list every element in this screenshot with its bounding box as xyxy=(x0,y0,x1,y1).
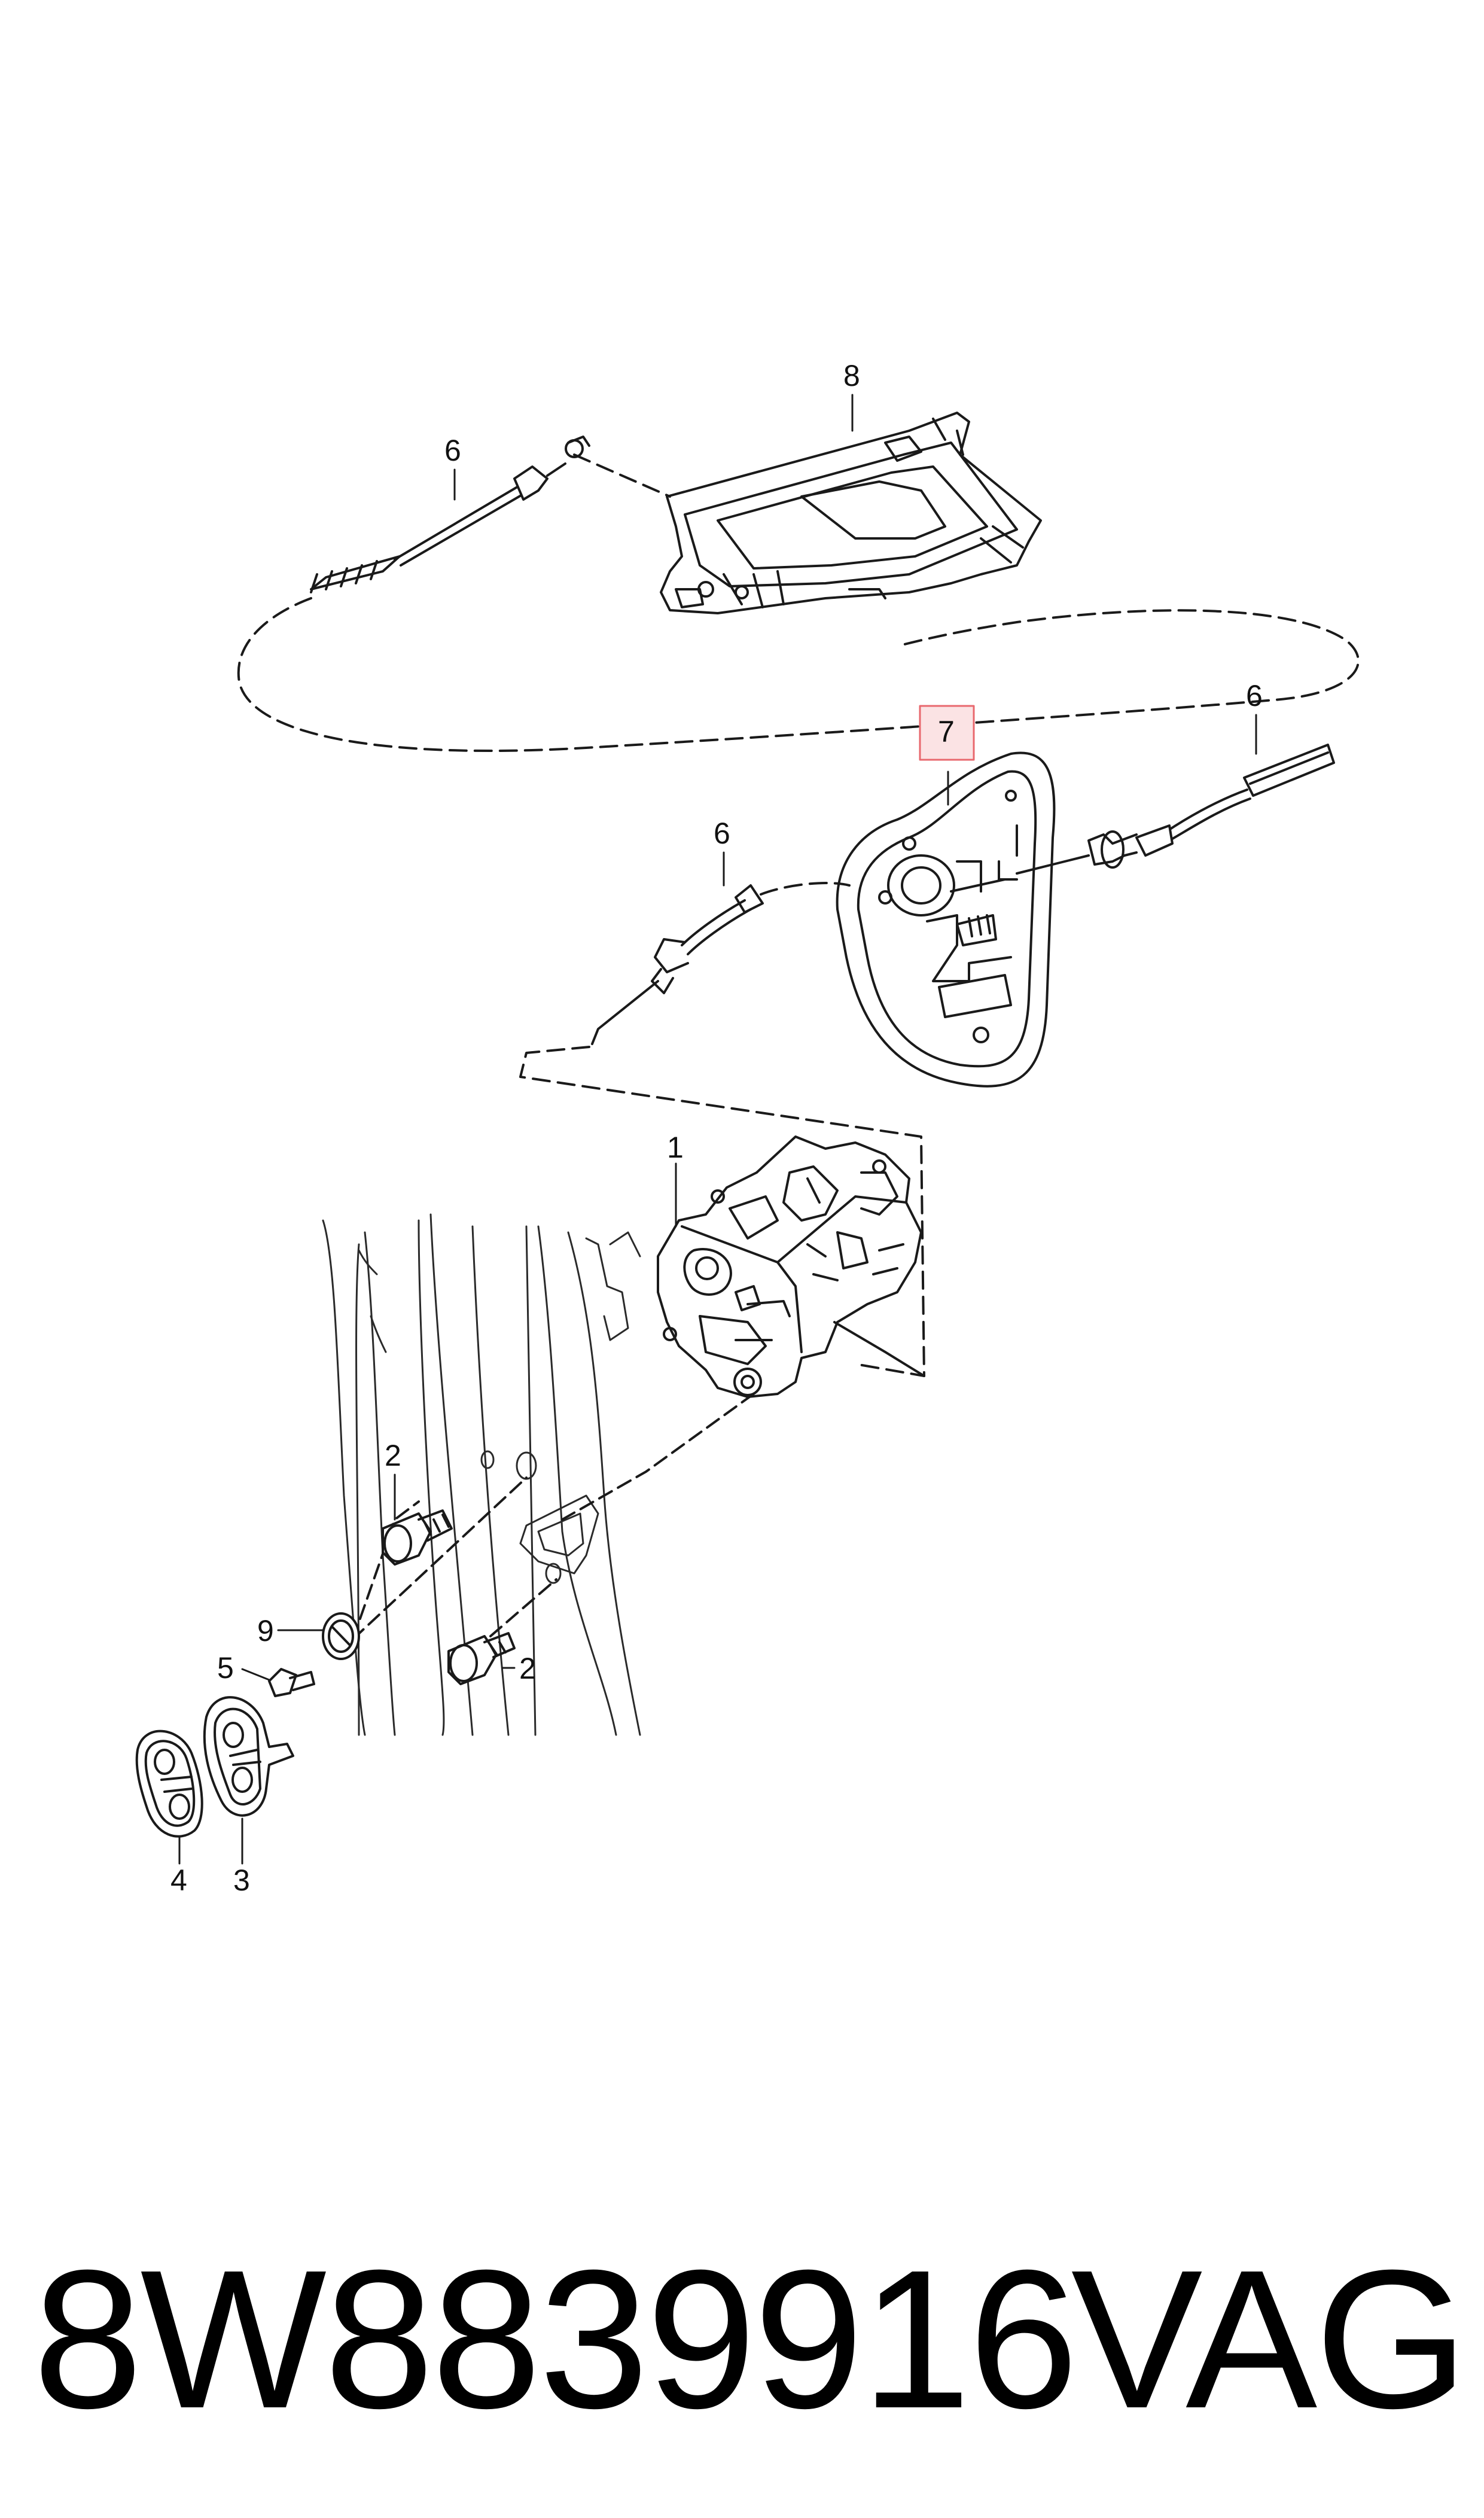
inner-handle-bezel xyxy=(660,412,1042,614)
label-2-upper: 2 xyxy=(385,1439,401,1472)
label-2-lower: 2 xyxy=(519,1652,536,1685)
label-6-top-left: 6 xyxy=(444,434,461,467)
lock-cover xyxy=(836,751,1056,1088)
striker-plate xyxy=(203,1696,294,1817)
backing-plate xyxy=(135,1730,203,1838)
door-lock-actuator xyxy=(657,1135,925,1398)
label-1: 1 xyxy=(667,1131,684,1164)
label-5: 5 xyxy=(217,1651,234,1685)
callout-leaders xyxy=(178,394,1257,1865)
footer: 8W8839916 VAG xyxy=(0,2213,1484,2465)
cable-loop-dashed xyxy=(237,453,1360,753)
cable-right xyxy=(1016,744,1335,875)
screw-lower xyxy=(447,1632,516,1685)
cable-middle xyxy=(591,882,851,1045)
callout-labels: 8 6 6 7 6 1 2 9 2 5 4 3 xyxy=(170,359,1263,1897)
cap-round xyxy=(322,1612,360,1660)
label-3: 3 xyxy=(233,1864,250,1897)
part-number: 8W8839916 xyxy=(33,2228,1078,2449)
label-8: 8 xyxy=(843,359,860,392)
label-7: 7 xyxy=(938,715,955,748)
cable-to-lock-dashed xyxy=(519,1046,925,1377)
label-7-highlight xyxy=(919,705,975,761)
cable-top-left xyxy=(310,436,590,593)
fastener-axis-lines xyxy=(352,1393,755,1640)
screw-upper xyxy=(382,1509,453,1566)
label-6-middle: 6 xyxy=(714,817,730,850)
label-9: 9 xyxy=(257,1614,274,1648)
brand-name: VAG xyxy=(1071,2228,1468,2449)
label-6-right: 6 xyxy=(1246,679,1263,713)
screw-small xyxy=(268,1668,315,1697)
label-4: 4 xyxy=(170,1864,187,1897)
